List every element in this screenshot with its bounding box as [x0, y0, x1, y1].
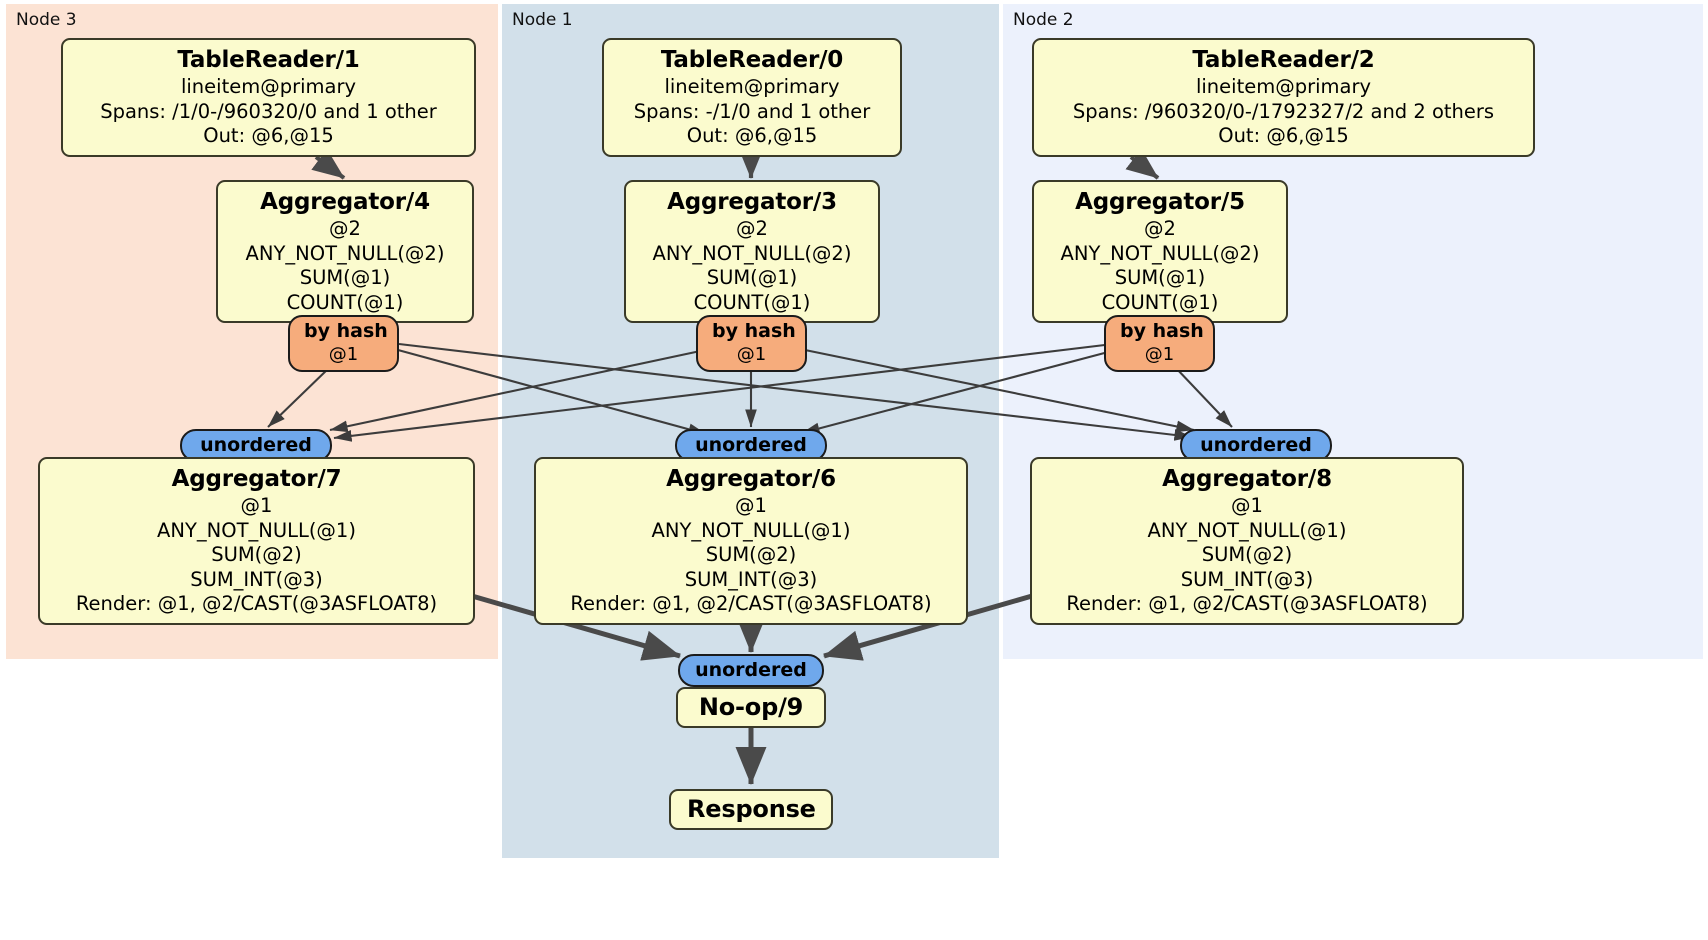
processor-detail-line: SUM(@1): [706, 266, 798, 289]
stream-label: unordered: [200, 434, 312, 456]
router-title: by hash: [304, 320, 388, 342]
processor-detail-line: SUM(@2): [1201, 543, 1293, 566]
router-title: by hash: [712, 320, 796, 342]
stream-label: unordered: [695, 659, 807, 681]
processor-detail-line: ANY_NOT_NULL(@2): [1060, 241, 1260, 265]
processor-detail-line: SUM(@2): [211, 543, 302, 566]
processor-detail-line: @1: [1231, 494, 1263, 517]
processor-detail-line: lineitem@primary: [1195, 75, 1372, 98]
processor-title: Aggregator/5: [1075, 189, 1245, 215]
processor-detail-line: COUNT(@1): [1101, 290, 1219, 314]
processor-detail-line: SUM_INT(@3): [190, 567, 323, 591]
processor-detail-line: Spans: /960320/0-/1792327/2 and 2 others: [1072, 99, 1495, 123]
processor-response[interactable]: Response: [669, 789, 833, 830]
processor-detail-line: @2: [736, 217, 768, 240]
processor-aggregator-3[interactable]: Aggregator/3 @2 ANY_NOT_NULL(@2) SUM(@1)…: [624, 180, 880, 323]
processor-title: TableReader/2: [1192, 47, 1375, 73]
router-by-hash-center[interactable]: by hash @1: [696, 315, 807, 372]
node-panel-label-node1: Node 1: [512, 10, 573, 30]
processor-title: Aggregator/6: [666, 466, 836, 492]
processor-detail-line: ANY_NOT_NULL(@1): [157, 518, 356, 542]
processor-tablereader-1[interactable]: TableReader/1 lineitem@primary Spans: /1…: [61, 38, 476, 157]
stream-label: unordered: [1200, 434, 1312, 456]
processor-detail-line: Render: @1, @2/CAST(@3ASFLOAT8): [1066, 592, 1428, 615]
stream-label: unordered: [695, 434, 807, 456]
processor-detail-line: SUM(@1): [1114, 266, 1206, 289]
router-by-hash-left[interactable]: by hash @1: [288, 315, 399, 372]
processor-aggregator-7[interactable]: Aggregator/7 @1 ANY_NOT_NULL(@1) SUM(@2)…: [38, 457, 475, 625]
processor-title: Aggregator/7: [171, 466, 342, 492]
processor-detail-line: Spans: /1/0-/960320/0 and 1 other: [100, 99, 437, 123]
processor-detail-line: Spans: -/1/0 and 1 other: [633, 99, 871, 123]
router-title: by hash: [1120, 320, 1204, 342]
router-column: @1: [736, 344, 767, 365]
processor-detail-line: Render: @1, @2/CAST(@3ASFLOAT8): [75, 592, 438, 615]
processor-detail-line: SUM_INT(@3): [684, 567, 818, 591]
router-column: @1: [1144, 344, 1175, 365]
processor-detail-line: @2: [329, 217, 361, 240]
processor-tablereader-0[interactable]: TableReader/0 lineitem@primary Spans: -/…: [602, 38, 902, 157]
processor-aggregator-6[interactable]: Aggregator/6 @1 ANY_NOT_NULL(@1) SUM(@2)…: [534, 457, 968, 625]
processor-detail-line: ANY_NOT_NULL(@2): [245, 241, 445, 265]
processor-title: Aggregator/4: [260, 189, 430, 215]
node-panel-label-node3: Node 3: [16, 10, 77, 30]
processor-detail-line: Out: @6,@15: [1218, 124, 1349, 147]
processor-aggregator-8[interactable]: Aggregator/8 @1 ANY_NOT_NULL(@1) SUM(@2)…: [1030, 457, 1464, 625]
processor-detail-line: COUNT(@1): [286, 290, 404, 314]
stream-unordered-final[interactable]: unordered: [678, 654, 824, 687]
processor-detail-line: ANY_NOT_NULL(@1): [651, 518, 851, 542]
router-by-hash-right[interactable]: by hash @1: [1104, 315, 1215, 372]
processor-title: TableReader/1: [177, 47, 360, 73]
processor-detail-line: lineitem@primary: [664, 75, 840, 98]
processor-detail-line: lineitem@primary: [180, 75, 357, 98]
node-panel-label-node2: Node 2: [1013, 10, 1074, 30]
processor-title: Aggregator/8: [1162, 466, 1332, 492]
processor-detail-line: @2: [1144, 217, 1176, 240]
processor-detail-line: COUNT(@1): [693, 290, 811, 314]
processor-detail-line: SUM_INT(@3): [1180, 567, 1314, 591]
processor-detail-line: ANY_NOT_NULL(@1): [1147, 518, 1347, 542]
processor-detail-line: @1: [735, 494, 767, 517]
processor-noop-9[interactable]: No-op/9: [676, 687, 826, 728]
processor-title: TableReader/0: [660, 47, 844, 73]
stream-unordered-left[interactable]: unordered: [180, 429, 332, 462]
processor-detail-line: SUM(@2): [705, 543, 797, 566]
stream-unordered-center[interactable]: unordered: [675, 429, 827, 462]
processor-aggregator-5[interactable]: Aggregator/5 @2 ANY_NOT_NULL(@2) SUM(@1)…: [1032, 180, 1288, 323]
processor-detail-line: Out: @6,@15: [203, 124, 334, 147]
processor-title: Aggregator/3: [667, 189, 837, 215]
processor-title: Response: [687, 795, 816, 823]
processor-detail-line: SUM(@1): [299, 266, 391, 289]
processor-detail-line: Out: @6,@15: [686, 124, 818, 147]
processor-detail-line: @1: [240, 494, 273, 517]
processor-aggregator-4[interactable]: Aggregator/4 @2 ANY_NOT_NULL(@2) SUM(@1)…: [216, 180, 474, 323]
processor-detail-line: ANY_NOT_NULL(@2): [652, 241, 852, 265]
processor-tablereader-2[interactable]: TableReader/2 lineitem@primary Spans: /9…: [1032, 38, 1535, 157]
processor-title: No-op/9: [698, 693, 804, 721]
processor-detail-line: Render: @1, @2/CAST(@3ASFLOAT8): [570, 592, 932, 615]
router-column: @1: [328, 344, 359, 365]
